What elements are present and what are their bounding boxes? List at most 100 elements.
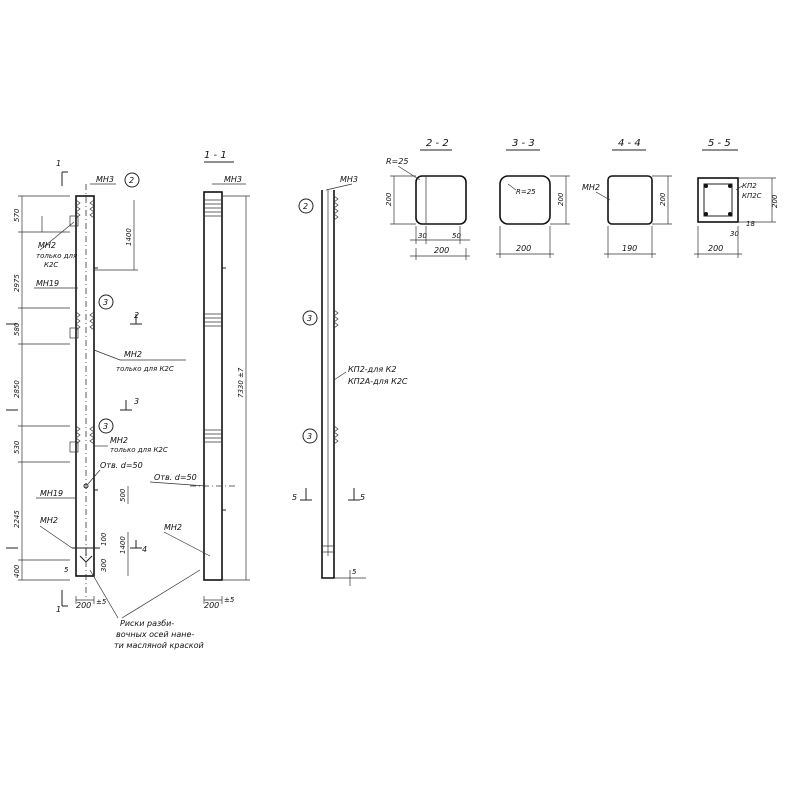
cut-5-left-label: 5 (292, 493, 297, 502)
leader-note-b (121, 569, 201, 619)
dim-h200-44-line (652, 175, 672, 225)
dim-2850: 2850 (13, 380, 21, 398)
cut-1-bottom (61, 590, 68, 607)
dim-r25-a: R=25 (386, 157, 408, 166)
dim-30-22: 30 (418, 232, 427, 240)
dim-2245: 2245 (13, 510, 21, 528)
dim-h200-22: 200 (385, 192, 393, 206)
callout-kp2-55: КП2 (742, 182, 757, 190)
leader-mn2-e (163, 531, 211, 557)
section-5-5: 5 - 5 КП2 КП2С 200 30 18 200 (694, 138, 779, 258)
dim-500: 500 (119, 488, 127, 502)
marker-3d-circle (302, 428, 318, 444)
cut-2 (6, 314, 142, 325)
plate-mn2-top (69, 215, 79, 227)
cut-3 (6, 400, 132, 411)
cut-4 (6, 540, 142, 549)
leader-hole-a (87, 469, 101, 485)
dim-200-front (75, 596, 95, 604)
marker-3b: 3 (103, 422, 108, 431)
marker-3b-circle (98, 418, 114, 434)
dim-30-55: 30 (730, 230, 739, 238)
marker-3a-circle (98, 294, 114, 310)
cut-5-right (348, 488, 360, 501)
marker-2b: 2 (303, 202, 308, 211)
notch-mid-right (89, 311, 95, 331)
callout-mn19-a: МН19 (36, 279, 59, 288)
section-4-4-shape (607, 175, 653, 225)
notch-low-right (89, 425, 95, 445)
dim-5-front: 5 (64, 566, 69, 574)
cut-2-label: 2 (134, 311, 139, 320)
section-3-3-title: 3 - 3 (512, 138, 535, 149)
dim-2975: 2975 (13, 274, 21, 292)
dim-1400-top: 1400 (125, 228, 133, 246)
callout-mn2-e: МН2 (164, 523, 182, 532)
cage-spiral-low (333, 425, 339, 445)
leader-mn2-b (93, 349, 121, 361)
callout-hole-a: Отв. d=50 (100, 461, 143, 470)
section-4-4: 4 - 4 МН2 200 190 (582, 138, 672, 258)
callout-mn3-11: МН3 (224, 175, 242, 184)
dim-extension-lines (18, 195, 70, 581)
dim-200-section-label: 200 (204, 601, 219, 610)
callout-mn2-d: МН2 (40, 516, 58, 525)
section-1-1-hatch-low (204, 429, 222, 443)
notch-top-left (75, 199, 81, 219)
front-callouts: МН3 2 МН2 только для К2С МН19 3 МН2 толь… (34, 172, 204, 650)
cut-1-top-label: 1 (56, 159, 61, 168)
bar-br (728, 212, 732, 216)
dim-5-reinf-label: 5 (352, 568, 357, 576)
dim-570: 570 (13, 208, 21, 222)
dim-h200-55-line (738, 177, 776, 223)
note-line2: вочных осей нане- (116, 630, 194, 639)
marker-3c: 3 (307, 314, 312, 323)
dim-1400-bottom: 1400 (119, 536, 127, 554)
leader-mn2-d (39, 525, 73, 549)
leader-r25-a (397, 165, 421, 181)
dim-r25-b: R=25 (516, 188, 536, 196)
bar-tr (728, 184, 732, 188)
marker-3a: 3 (103, 298, 108, 307)
cage-bottom-ties (322, 545, 334, 553)
section-3-3: 3 - 3 R=25 200 200 (496, 138, 570, 258)
marker-2a-circle (124, 172, 140, 188)
dim-200-section (203, 596, 223, 604)
callout-kp2c-55: КП2С (742, 192, 762, 200)
dim-h200-44: 200 (659, 192, 667, 206)
section-1-1-hatch-mid (204, 313, 222, 327)
marker-3c-circle (302, 310, 318, 326)
dim-w200-55: 200 (708, 244, 723, 253)
dim-w190-44-line (604, 226, 656, 258)
dim-w200-22: 200 (434, 246, 449, 255)
leader-mn2-f (595, 191, 611, 201)
plate-mn2-low (69, 441, 79, 453)
cage-spiral-mid (333, 309, 339, 329)
dim-530: 530 (13, 440, 21, 454)
dim-h200-22-line (390, 175, 416, 225)
note-line1: Риски разби- (120, 619, 174, 628)
callout-only-for-k2c-c: только для К2С (110, 446, 168, 454)
section-5-5-outer (697, 177, 739, 223)
plate-mn2-mid (69, 327, 79, 339)
dim-w200-33-line (496, 226, 554, 258)
leader-kp2 (333, 371, 347, 381)
cut-5-right-label: 5 (360, 493, 365, 502)
notch-top-right (89, 199, 95, 219)
dim-400: 400 (13, 564, 21, 578)
dim-w200-55-line (694, 226, 742, 258)
dim-w190-44: 190 (622, 244, 637, 253)
section-3-3-shape (499, 175, 551, 225)
cage-spiral-top (333, 195, 339, 221)
section-4-4-title: 4 - 4 (618, 138, 641, 149)
leader-mn3-r (325, 183, 353, 191)
cut-1-top (61, 171, 68, 186)
callout-hole-b: Отв. d=50 (154, 473, 197, 482)
cut-1-bottom-label: 1 (56, 605, 61, 614)
left-dimension-chain: 570 2975 580 2850 530 2245 400 (13, 195, 70, 581)
section-1-1-title: 1 - 1 (204, 150, 227, 161)
callout-mn2-a: МН2 (38, 241, 56, 250)
dim-h200-55: 200 (771, 194, 779, 208)
cut-3-label: 3 (134, 397, 139, 406)
